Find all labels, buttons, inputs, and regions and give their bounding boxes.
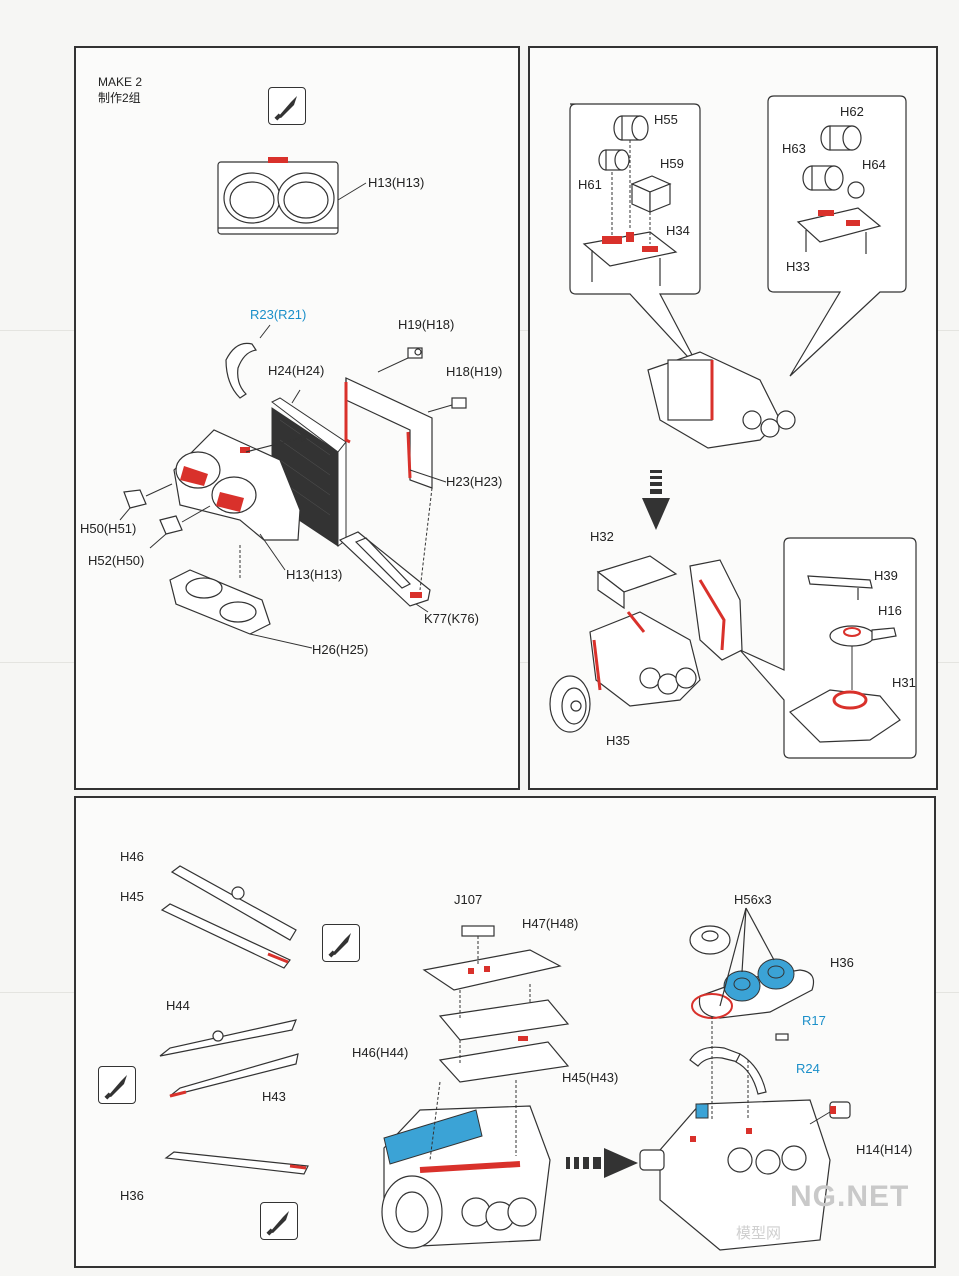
h31-part <box>789 689 901 743</box>
label-r23: R23(R21) <box>250 307 307 322</box>
h62-part <box>820 125 862 151</box>
label-h52: H52(H50) <box>88 553 145 568</box>
make-count-cn: 制作2组 <box>98 91 141 105</box>
label-h13-top: H13(H13) <box>368 175 425 190</box>
h59-part <box>630 175 672 213</box>
label-r24: R24 <box>796 1061 820 1076</box>
h13-shroud <box>173 429 301 541</box>
label-h46: H46 <box>120 849 144 864</box>
h52-part <box>159 515 183 535</box>
label-h24: H24(H24) <box>268 363 325 378</box>
label-h32: H32 <box>590 529 614 544</box>
h18-small-part <box>451 397 467 409</box>
watermark-subtext: 模型网 <box>736 1225 782 1242</box>
label-h35: H35 <box>606 733 630 748</box>
h63-part <box>802 165 844 191</box>
label-h34: H34 <box>666 223 690 238</box>
label-h63: H63 <box>782 141 806 156</box>
engine-block-center <box>647 351 796 449</box>
label-h61: H61 <box>578 177 602 192</box>
knife-icon <box>268 87 306 125</box>
label-r17: R17 <box>802 1013 826 1028</box>
watermark-text: NG.NET <box>790 1180 910 1213</box>
label-h14: H14(H14) <box>856 1142 913 1157</box>
label-h18: H18(H19) <box>446 364 503 379</box>
label-h31: H31 <box>892 675 916 690</box>
j107-part <box>461 925 495 937</box>
k77-part <box>338 531 431 607</box>
h56-cap-part <box>689 925 731 955</box>
r23-hose <box>225 342 258 399</box>
h33-part <box>796 207 882 254</box>
knife-icon <box>260 1202 298 1240</box>
h55-part <box>613 115 649 141</box>
label-h26: H26(H25) <box>312 642 369 657</box>
label-h13-bottom: H13(H13) <box>286 567 343 582</box>
knife-icon <box>98 1066 136 1104</box>
h32-part <box>596 555 678 610</box>
h43-rail <box>169 1053 299 1097</box>
make-count-en: MAKE 2 <box>98 75 143 89</box>
h44-rail <box>159 1019 297 1057</box>
down-arrow-icon <box>642 470 670 530</box>
h46b-part <box>438 999 570 1041</box>
label-h45b: H45(H43) <box>562 1070 619 1085</box>
right-arrow-icon <box>566 1148 638 1178</box>
h19-small-part <box>407 347 423 359</box>
label-h39: H39 <box>874 568 898 583</box>
h35-pulley <box>549 675 591 733</box>
label-h36-bottom: H36 <box>120 1188 144 1203</box>
label-h36-top: H36 <box>830 955 854 970</box>
label-h33: H33 <box>786 259 810 274</box>
h36-rail <box>164 1151 309 1175</box>
h61-part <box>598 149 630 171</box>
h39-bracket <box>807 575 873 600</box>
label-h46b: H46(H44) <box>352 1045 409 1060</box>
engine-block-lower <box>589 611 701 707</box>
label-h56: H56x3 <box>734 892 772 907</box>
label-h19: H19(H18) <box>398 317 455 332</box>
label-k77: K77(K76) <box>424 611 479 626</box>
r24-hose <box>735 1053 767 1095</box>
engine-assembly-right <box>639 1099 831 1251</box>
label-h43: H43 <box>262 1089 286 1104</box>
label-h64: H64 <box>862 157 886 172</box>
label-h55: H55 <box>654 112 678 127</box>
h47-part <box>422 949 562 991</box>
h45b-part <box>438 1041 570 1083</box>
label-h62: H62 <box>840 104 864 119</box>
label-h50: H50(H51) <box>80 521 137 536</box>
h46-rail <box>170 865 297 941</box>
label-h45: H45 <box>120 889 144 904</box>
h26-plate <box>169 569 271 635</box>
label-h23: H23(H23) <box>446 474 503 489</box>
h50-part <box>123 489 147 509</box>
label-j107: J107 <box>454 892 483 907</box>
label-h16: H16 <box>878 603 902 618</box>
h45-rail <box>160 903 291 969</box>
h64-part <box>847 181 865 199</box>
label-h44: H44 <box>166 998 190 1013</box>
label-h47: H47(H48) <box>522 916 579 931</box>
label-h59: H59 <box>660 156 684 171</box>
knife-icon <box>322 924 360 962</box>
